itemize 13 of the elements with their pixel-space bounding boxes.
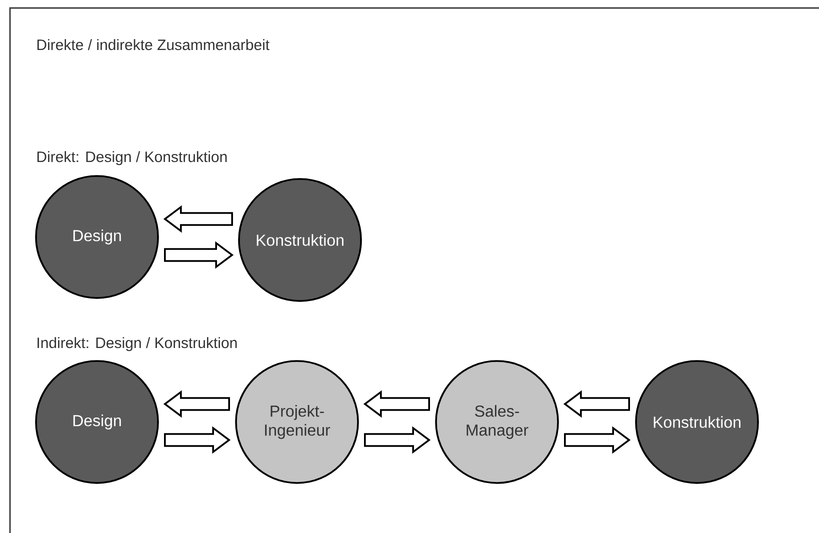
- block-arrow: [164, 426, 231, 454]
- block-arrow: [564, 426, 631, 454]
- title: Direkte / indirekte Zusammenarbeit: [37, 39, 270, 50]
- block-arrow: [164, 241, 234, 269]
- block-arrow: [364, 426, 431, 454]
- circle-node: Design: [35, 175, 159, 299]
- circle-node: Design: [35, 360, 159, 484]
- circle-node: Sales- Manager: [435, 360, 559, 484]
- section-heading: Indirekt: Design / Konstruktion: [38, 337, 237, 352]
- circle-node: Projekt- Ingenieur: [235, 360, 359, 484]
- circle-node: Konstruktion: [635, 360, 759, 484]
- circle-node: Konstruktion: [238, 178, 362, 302]
- section-heading: Direkt: Design / Konstruktion: [37, 151, 227, 166]
